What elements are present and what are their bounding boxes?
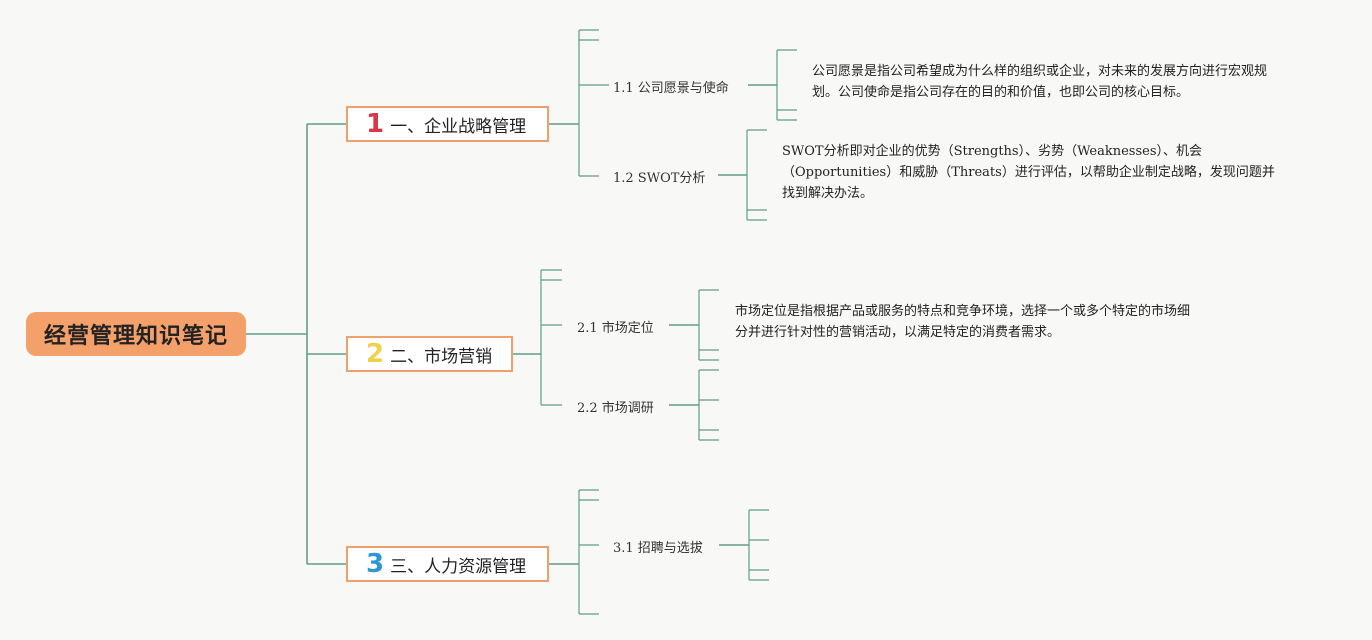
note-positioning: 市场定位是指根据产品或服务的特点和竞争环境，选择一个或多个特定的市场细 分并进行… <box>735 301 1255 343</box>
note-line: 分并进行针对性的营销活动，以满足特定的消费者需求。 <box>735 325 1061 340</box>
topic-1-strategy[interactable]: 1 一、企业战略管理 <box>346 106 549 142</box>
note-line: 划。公司使命是指公司存在的目的和价值，也即公司的核心目标。 <box>812 85 1190 100</box>
topic-label-1: 一、企业战略管理 <box>390 116 527 137</box>
topic-number-1: 1 <box>366 109 385 139</box>
root-node[interactable]: 经营管理知识笔记 <box>26 312 246 356</box>
subtopic-2-2[interactable]: 2.2 市场调研 <box>577 401 654 416</box>
subtopic-2-1[interactable]: 2.1 市场定位 <box>577 321 654 336</box>
note-line: 公司愿景是指公司希望成为什么样的组织或企业，对未来的发展方向进行宏观规 <box>812 64 1268 79</box>
topic-number-2: 2 <box>366 339 385 369</box>
note-swot: SWOT分析即对企业的优势（Strengths）、劣势（Weaknesses）、… <box>782 141 1322 204</box>
topic-2-marketing[interactable]: 2 二、市场营销 <box>346 336 513 372</box>
subtopic-3-1[interactable]: 3.1 招聘与选拔 <box>613 541 703 556</box>
subtopic-1-2[interactable]: 1.2 SWOT分析 <box>613 171 706 186</box>
note-line: 找到解决办法。 <box>782 186 874 201</box>
topic-number-3: 3 <box>366 549 385 579</box>
root-label: 经营管理知识笔记 <box>43 324 228 349</box>
note-line: SWOT分析即对企业的优势（Strengths）、劣势（Weaknesses）、… <box>782 144 1202 159</box>
topic-3-hr[interactable]: 3 三、人力资源管理 <box>346 546 549 582</box>
note-vision-mission: 公司愿景是指公司希望成为什么样的组织或企业，对未来的发展方向进行宏观规 划。公司… <box>812 61 1332 103</box>
note-line: （Opportunities）和威胁（Threats）进行评估，以帮助企业制定战… <box>782 165 1275 180</box>
topic-label-3: 三、人力资源管理 <box>390 556 527 577</box>
topic-label-2: 二、市场营销 <box>390 346 493 367</box>
note-line: 市场定位是指根据产品或服务的特点和竞争环境，选择一个或多个特定的市场细 <box>735 304 1191 319</box>
subtopic-1-1[interactable]: 1.1 公司愿景与使命 <box>613 81 729 96</box>
